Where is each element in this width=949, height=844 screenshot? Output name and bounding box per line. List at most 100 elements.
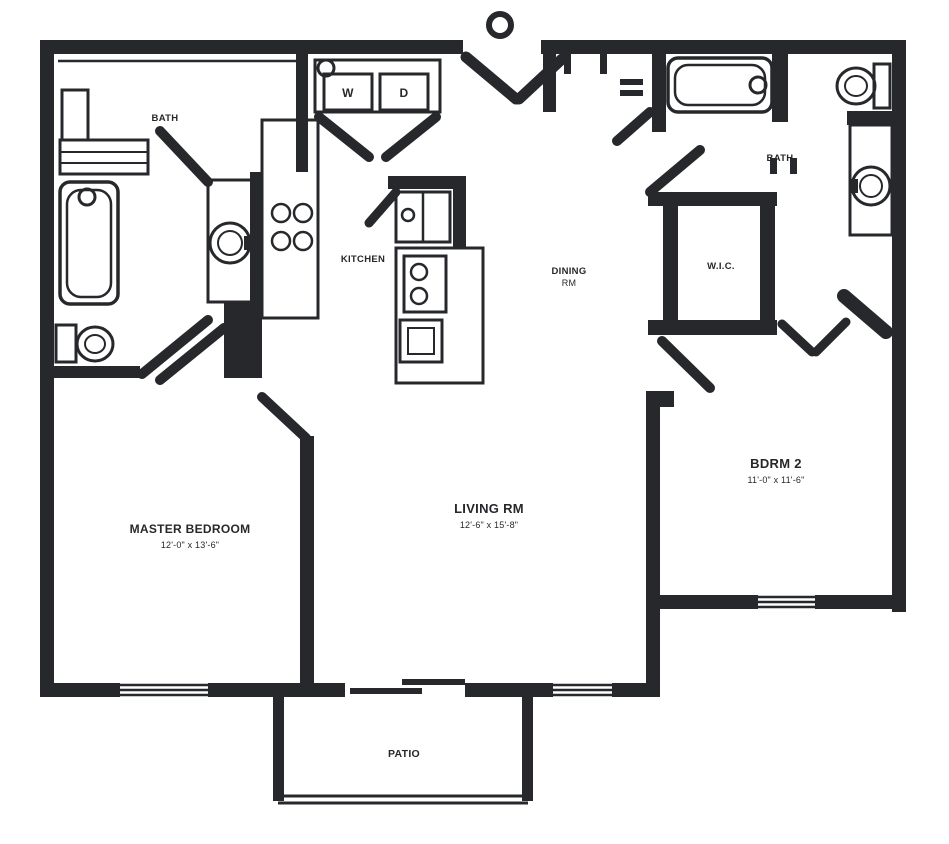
dining-label2: RM [562, 278, 576, 288]
dining-label: DINING [551, 266, 586, 277]
fridge [388, 176, 466, 248]
bed1-door-leaf [257, 392, 311, 443]
wic-west-wall [663, 206, 678, 322]
dryer [378, 72, 430, 112]
entry [460, 11, 607, 112]
bedroom2: BDRM 2 11'-0" x 11'-6" [646, 336, 804, 697]
tub2-faucet-icon [77, 187, 97, 207]
bath2-door-leaf [155, 126, 213, 187]
sliding-patio-door [350, 679, 465, 694]
bedroom1: MASTER BEDROOM 12'-0" x 13'-6" [130, 315, 314, 697]
window-bedroom2 [758, 595, 815, 609]
laundry-bifold-right [381, 112, 441, 162]
toilet1-wall [847, 111, 892, 125]
bath1-label: BATH [767, 153, 794, 164]
window-living [553, 683, 612, 697]
kitchen-sink [398, 318, 444, 364]
patio: PATIO [273, 697, 533, 805]
patio-label: PATIO [388, 748, 420, 760]
bath2-south-wall [40, 366, 140, 378]
bath1-jamb-a [620, 79, 643, 85]
wic-south-wall [648, 320, 777, 335]
fridge-handle-icon [400, 207, 416, 223]
bed2-door-jamb [646, 391, 674, 407]
patio-west-wall [273, 697, 284, 801]
bedroom1-label: MASTER BEDROOM [130, 522, 251, 536]
hall-door-jamb-left [564, 54, 571, 74]
laundry-bifold-left [314, 112, 374, 162]
entry-side-wall [543, 54, 556, 112]
sink1-faucet-icon [850, 179, 858, 193]
hall-wall-block [224, 302, 262, 378]
toilet-1 [835, 62, 892, 110]
bed1-closet-leaf-a [137, 315, 213, 379]
corner-closet-angled-wall [837, 289, 893, 339]
laundry-enclosure [313, 58, 442, 114]
corner-closet [777, 289, 893, 357]
wic-jamb-b [790, 158, 797, 174]
wall-bottom-a [40, 683, 120, 697]
washer [322, 72, 374, 112]
range [402, 254, 448, 314]
wic-door-leaf [645, 145, 705, 197]
toilet-2 [54, 323, 115, 364]
cooktop [270, 202, 314, 252]
kitchen-island [394, 246, 485, 385]
wall-bottom-b [208, 683, 345, 697]
washer-label: W [342, 86, 354, 100]
kitchen: KITCHEN [260, 118, 485, 385]
bath2-shelf [58, 138, 150, 176]
wall-bottom-c [465, 683, 553, 697]
bedroom2-dims: 11'-0" x 11'-6" [747, 475, 804, 485]
bedroom2-label: BDRM 2 [750, 456, 802, 471]
bath1: BATH [612, 54, 894, 237]
windows [120, 595, 815, 697]
dining: DINING RM [551, 266, 586, 288]
kitchen-counter-west [260, 118, 320, 320]
bath2: BATH [40, 54, 308, 378]
wall-top-right [541, 40, 906, 54]
corner-closet-leaf-left [777, 319, 817, 357]
bath1-jamb-b [620, 90, 643, 96]
wall-bed2-bottom-right [815, 595, 906, 609]
wic-label: W.I.C. [707, 261, 735, 272]
kitchen-label: KITCHEN [341, 254, 385, 265]
laundry-closet: W D [313, 58, 442, 162]
bed1-closet-leaf-b [155, 323, 229, 385]
entry-door-leaf-left [460, 51, 522, 105]
bed2-door-leaf [657, 336, 715, 393]
hall-door-jamb-right [600, 54, 607, 74]
linen-cabinet [60, 88, 90, 142]
living-room: LIVING RM 12'-6" x 15'-8" [350, 501, 524, 694]
bathtub-1 [666, 56, 774, 114]
sink2-faucet-icon [244, 236, 252, 250]
vanity-sink-1 [848, 123, 894, 237]
living-dims: 12'-6" x 15'-8" [460, 520, 518, 530]
window-bedroom1 [120, 683, 208, 697]
bath2-label: BATH [152, 113, 179, 124]
wic-north-wall [648, 192, 777, 206]
kitchen-door-leaf [364, 187, 401, 228]
bathtub-2 [58, 180, 120, 306]
patio-east-wall [522, 697, 533, 801]
entry-column [486, 11, 514, 39]
wall-right [892, 40, 906, 612]
tub1-faucet-icon [748, 75, 768, 95]
living-bed2-divider [646, 407, 660, 697]
wall-top-left [40, 40, 463, 54]
bedroom1-dims: 12'-0" x 13'-6" [161, 540, 219, 550]
bed1-living-divider [300, 436, 314, 697]
wic-jamb-a [770, 158, 777, 174]
laundry-door-pivot [316, 58, 336, 78]
dryer-label: D [400, 86, 409, 100]
tub1-east-wall [772, 54, 788, 122]
wall-bed2-bottom-left [660, 595, 758, 609]
bath1-door-leaf [612, 107, 655, 146]
bath1-west-wall [652, 54, 666, 132]
vanity-sink-2 [206, 178, 254, 304]
living-label: LIVING RM [454, 501, 524, 516]
walk-in-closet: W.I.C. [645, 145, 797, 335]
wic-east-wall [760, 206, 775, 322]
